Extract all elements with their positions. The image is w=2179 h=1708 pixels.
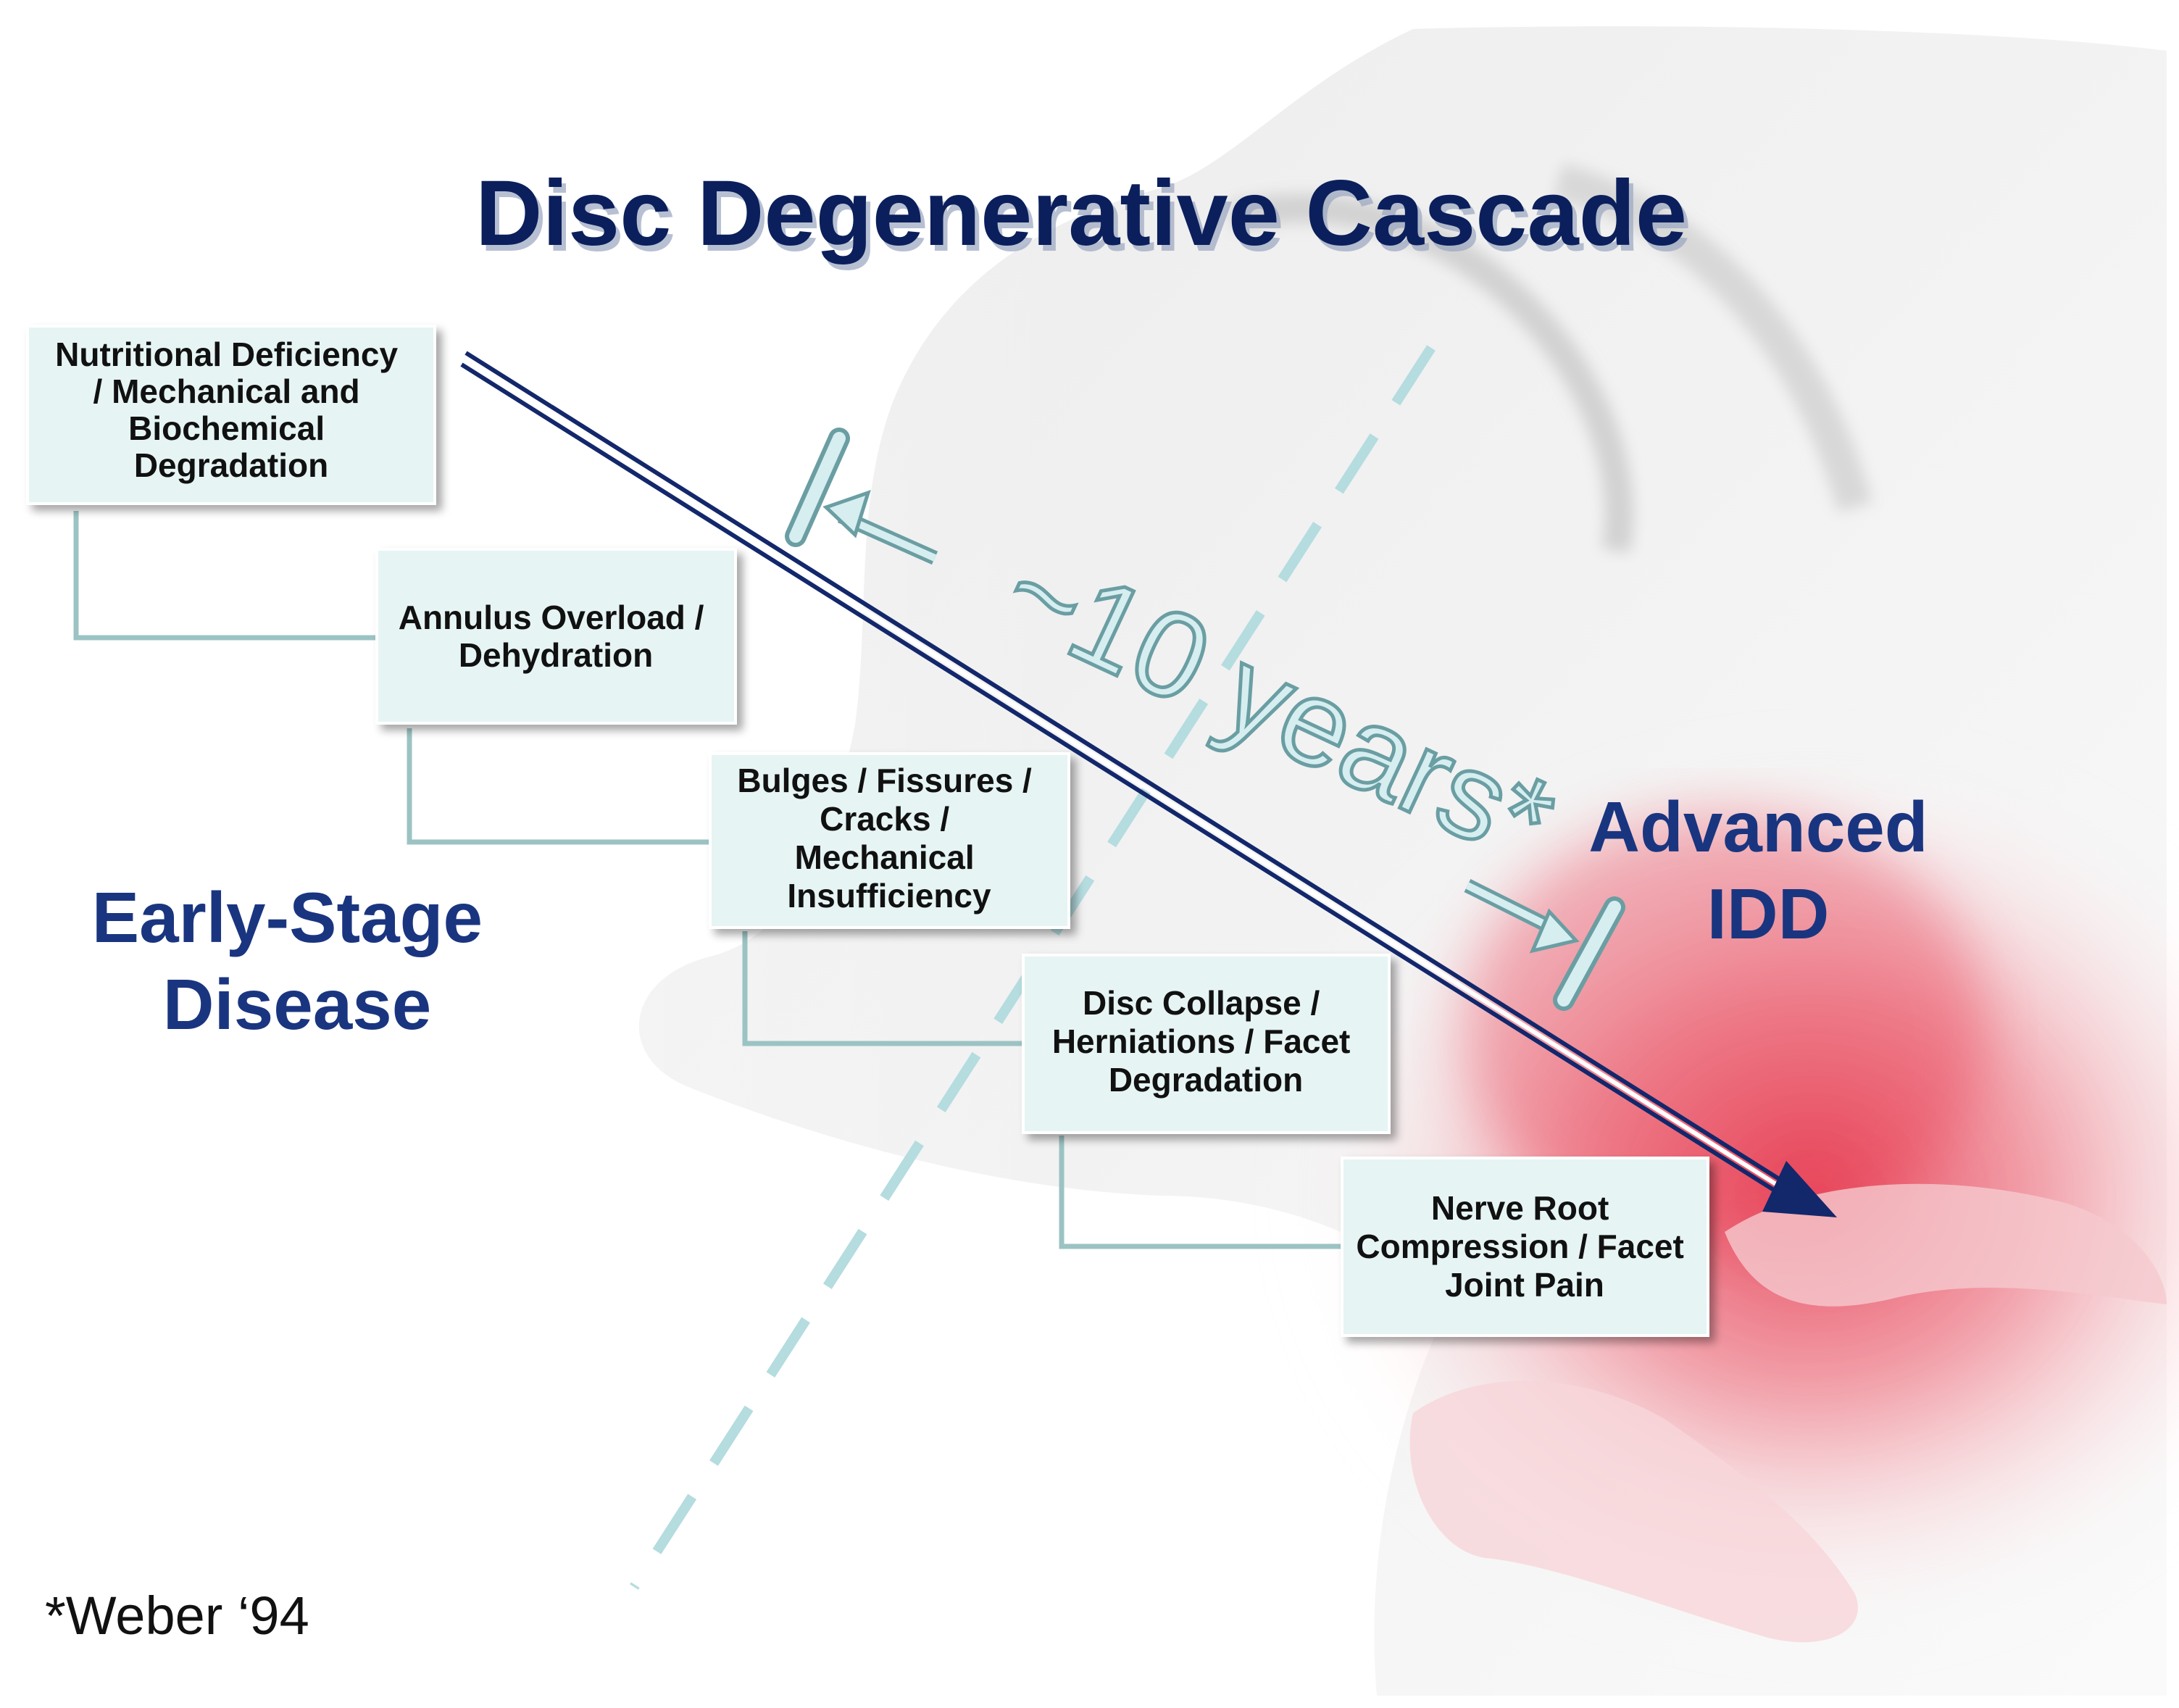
- progression-arrow: [460, 351, 1837, 1217]
- stage-3-line-2: Cracks /: [820, 800, 949, 838]
- stage-box-3-text: Bulges / Fissures / Cracks / Mechanical …: [737, 762, 1041, 915]
- stage-box-4-text: Disc Collapse / Herniations / Facet Degr…: [1052, 984, 1359, 1099]
- stage-box-2-text: Annulus Overload / Dehydration: [399, 599, 714, 674]
- stage-4-line-1: Disc Collapse /: [1083, 984, 1320, 1022]
- early-stage-label: Early-Stage Disease: [92, 878, 502, 1044]
- advanced-line-1: Advanced: [1588, 787, 1928, 867]
- stage-1-line-1: Nutritional Deficiency: [55, 336, 398, 373]
- progression-arrow-line-a: [464, 351, 1790, 1187]
- connector-lines: [73, 511, 1344, 1249]
- stage-4-line-2: Herniations / Facet: [1052, 1022, 1351, 1060]
- early-stage-line-1: Early-Stage: [92, 878, 483, 957]
- stage-box-1-bg: [26, 325, 436, 505]
- stage-boxes: Nutritional Deficiency / Mechanical and …: [26, 325, 1709, 1337]
- advanced-idd-text: Advanced IDD: [1588, 787, 1948, 954]
- connector-1: [73, 511, 377, 641]
- wrist-shape: [1725, 1183, 2167, 1307]
- stage-box-2-bg: [375, 548, 737, 725]
- footnote-citation: *Weber ‘94: [45, 1586, 309, 1646]
- advanced-line-2: IDD: [1707, 874, 1830, 954]
- advanced-idd-label: Advanced IDD: [1588, 787, 1948, 954]
- timeline-right-bar: [1557, 901, 1621, 1007]
- timeline-left-bar: [789, 432, 846, 543]
- connector-4: [1059, 1136, 1344, 1249]
- stage-box-5: Nerve Root Compression / Facet Joint Pai…: [1341, 1157, 1709, 1337]
- early-stage-text: Early-Stage Disease: [92, 878, 502, 1044]
- early-stage-line-2: Disease: [163, 965, 432, 1044]
- timeline-right-arrow: [1465, 882, 1557, 933]
- stage-3-line-3: Mechanical: [795, 838, 975, 876]
- stage-2-line-2: Dehydration: [459, 636, 653, 674]
- connector-2: [407, 728, 714, 845]
- stage-box-1: Nutritional Deficiency / Mechanical and …: [26, 325, 436, 505]
- progression-arrowhead: [1762, 1161, 1837, 1217]
- stage-box-4-bg: [1022, 954, 1391, 1134]
- hand-shape: [1409, 1380, 1858, 1643]
- timeline-right-arrowhead: [1529, 908, 1580, 954]
- stage-1-line-4: Degradation: [134, 446, 328, 484]
- stage-4-line-3: Degradation: [1109, 1061, 1303, 1099]
- stage-2-line-1: Annulus Overload /: [399, 599, 704, 636]
- pain-core: [1464, 812, 1986, 1246]
- stage-5-line-3: Joint Pain: [1445, 1266, 1604, 1304]
- stage-3-line-1: Bulges / Fissures /: [737, 762, 1032, 799]
- connector-3: [742, 931, 1025, 1046]
- page-title-shadow: Disc Degenerative Cascade: [480, 167, 1691, 271]
- stage-box-3: Bulges / Fissures / Cracks / Mechanical …: [709, 752, 1070, 929]
- back-shading: [1553, 163, 1873, 512]
- stage-box-5-bg: [1341, 1157, 1709, 1337]
- stage-5-line-1: Nerve Root: [1431, 1189, 1609, 1227]
- stage-box-3-bg: [709, 752, 1070, 929]
- stage-box-4: Disc Collapse / Herniations / Facet Degr…: [1022, 954, 1391, 1134]
- stage-3-line-4: Insufficiency: [787, 877, 991, 915]
- page-title: Disc Degenerative Cascade: [475, 162, 1687, 265]
- progression-arrow-line-b: [460, 362, 1786, 1199]
- stage-box-5-text: Nerve Root Compression / Facet Joint Pai…: [1356, 1189, 1693, 1304]
- progression-arrow-gap: [462, 357, 1788, 1193]
- stage-box-2: Annulus Overload / Dehydration: [375, 548, 737, 725]
- shoulder-shading: [1228, 193, 1634, 554]
- timeline-left-arrowhead: [822, 490, 871, 538]
- stage-box-1-text: Nutritional Deficiency / Mechanical and …: [55, 336, 407, 484]
- stage-1-line-2: / Mechanical and: [93, 372, 360, 410]
- stage-1-line-3: Biochemical: [128, 409, 325, 447]
- stage-5-line-2: Compression / Facet: [1356, 1228, 1683, 1265]
